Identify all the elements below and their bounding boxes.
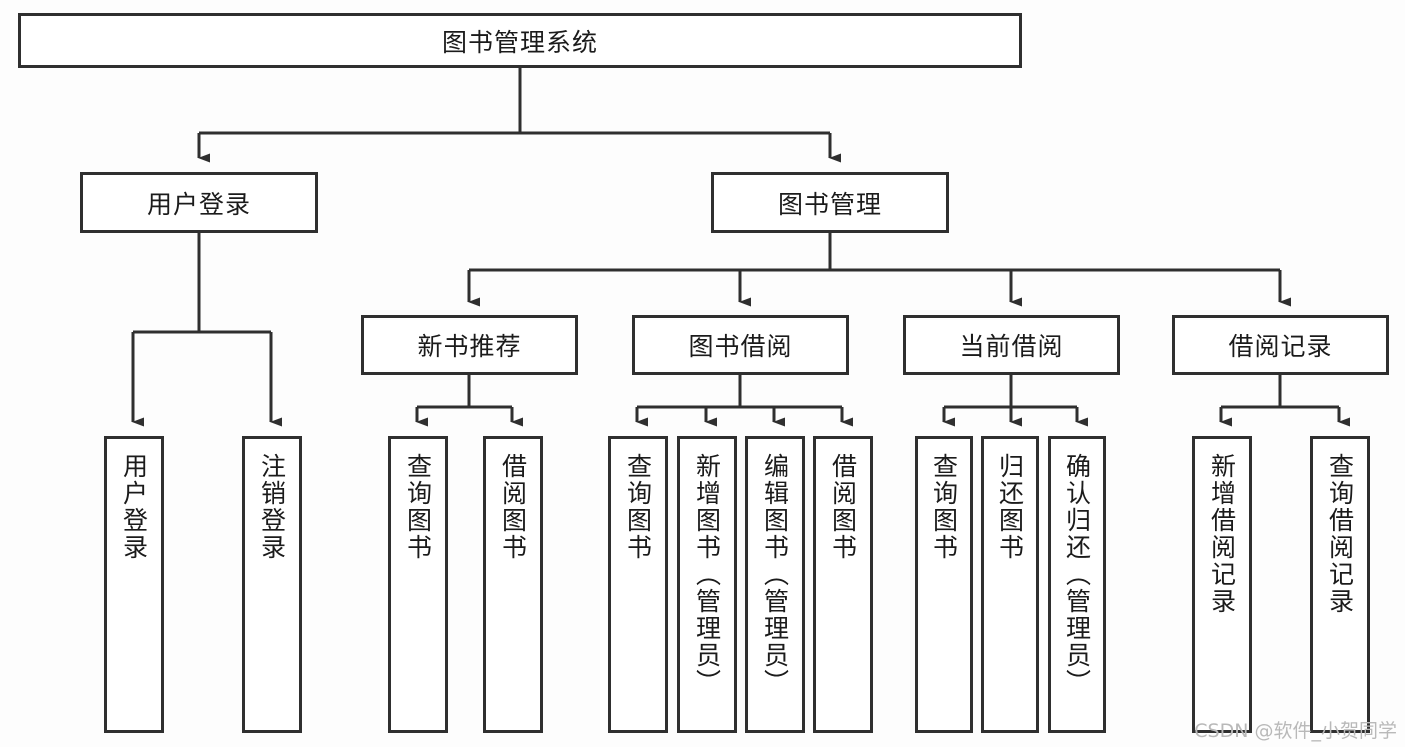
node-root[interactable]: 图书管理系统 [18, 13, 1022, 68]
leaf-recommend-borrow-book-label: 借阅图书 [498, 453, 528, 561]
leaf-current-confirm-return-label: 确认归还（管理员） [1062, 453, 1092, 696]
leaf-user-logout-label: 注销登录 [257, 453, 287, 561]
leaf-recommend-query-book-label: 查询图书 [403, 453, 433, 561]
leaf-borrow-borrow-book-label: 借阅图书 [828, 453, 858, 561]
node-root-label: 图书管理系统 [441, 27, 598, 57]
node-book-management[interactable]: 图书管理 [711, 172, 949, 233]
leaf-current-query-book[interactable]: 查询图书 [915, 436, 973, 733]
node-borrow-records[interactable]: 借阅记录 [1172, 315, 1389, 375]
leaf-borrow-add-book-label: 新增图书（管理员） [692, 453, 722, 696]
leaf-current-confirm-return[interactable]: 确认归还（管理员） [1048, 436, 1106, 733]
leaf-borrow-edit-book[interactable]: 编辑图书（管理员） [745, 436, 805, 733]
node-new-book-recommend-label: 新书推荐 [417, 332, 522, 361]
node-book-management-label: 图书管理 [777, 189, 882, 219]
leaf-borrow-borrow-book[interactable]: 借阅图书 [813, 436, 873, 733]
leaf-current-return-book[interactable]: 归还图书 [981, 436, 1039, 733]
leaf-borrow-query-book-label: 查询图书 [623, 453, 653, 561]
leaf-recommend-query-book[interactable]: 查询图书 [388, 436, 448, 733]
node-borrow-records-label: 借阅记录 [1228, 332, 1333, 361]
leaf-records-add-record-label: 新增借阅记录 [1207, 453, 1237, 615]
leaf-records-add-record[interactable]: 新增借阅记录 [1192, 436, 1252, 733]
leaf-borrow-edit-book-label: 编辑图书（管理员） [760, 453, 790, 696]
csdn-watermark: CSDN @软件_小贺同学 [1194, 720, 1397, 742]
leaf-current-return-book-label: 归还图书 [995, 453, 1025, 561]
node-current-borrow[interactable]: 当前借阅 [903, 315, 1120, 375]
node-new-book-recommend[interactable]: 新书推荐 [361, 315, 578, 375]
node-current-borrow-label: 当前借阅 [959, 332, 1064, 361]
leaf-user-login[interactable]: 用户登录 [104, 436, 164, 733]
leaf-records-query-record-label: 查询借阅记录 [1325, 453, 1355, 615]
leaf-records-query-record[interactable]: 查询借阅记录 [1310, 436, 1370, 733]
leaf-user-login-label: 用户登录 [119, 453, 149, 561]
leaf-borrow-query-book[interactable]: 查询图书 [608, 436, 668, 733]
leaf-current-query-book-label: 查询图书 [929, 453, 959, 561]
node-user-login[interactable]: 用户登录 [80, 172, 318, 233]
node-book-borrow[interactable]: 图书借阅 [632, 315, 849, 375]
leaf-user-logout[interactable]: 注销登录 [242, 436, 302, 733]
node-book-borrow-label: 图书借阅 [688, 332, 793, 361]
node-user-login-label: 用户登录 [146, 189, 251, 219]
leaf-borrow-add-book[interactable]: 新增图书（管理员） [677, 436, 737, 733]
leaf-recommend-borrow-book[interactable]: 借阅图书 [483, 436, 543, 733]
